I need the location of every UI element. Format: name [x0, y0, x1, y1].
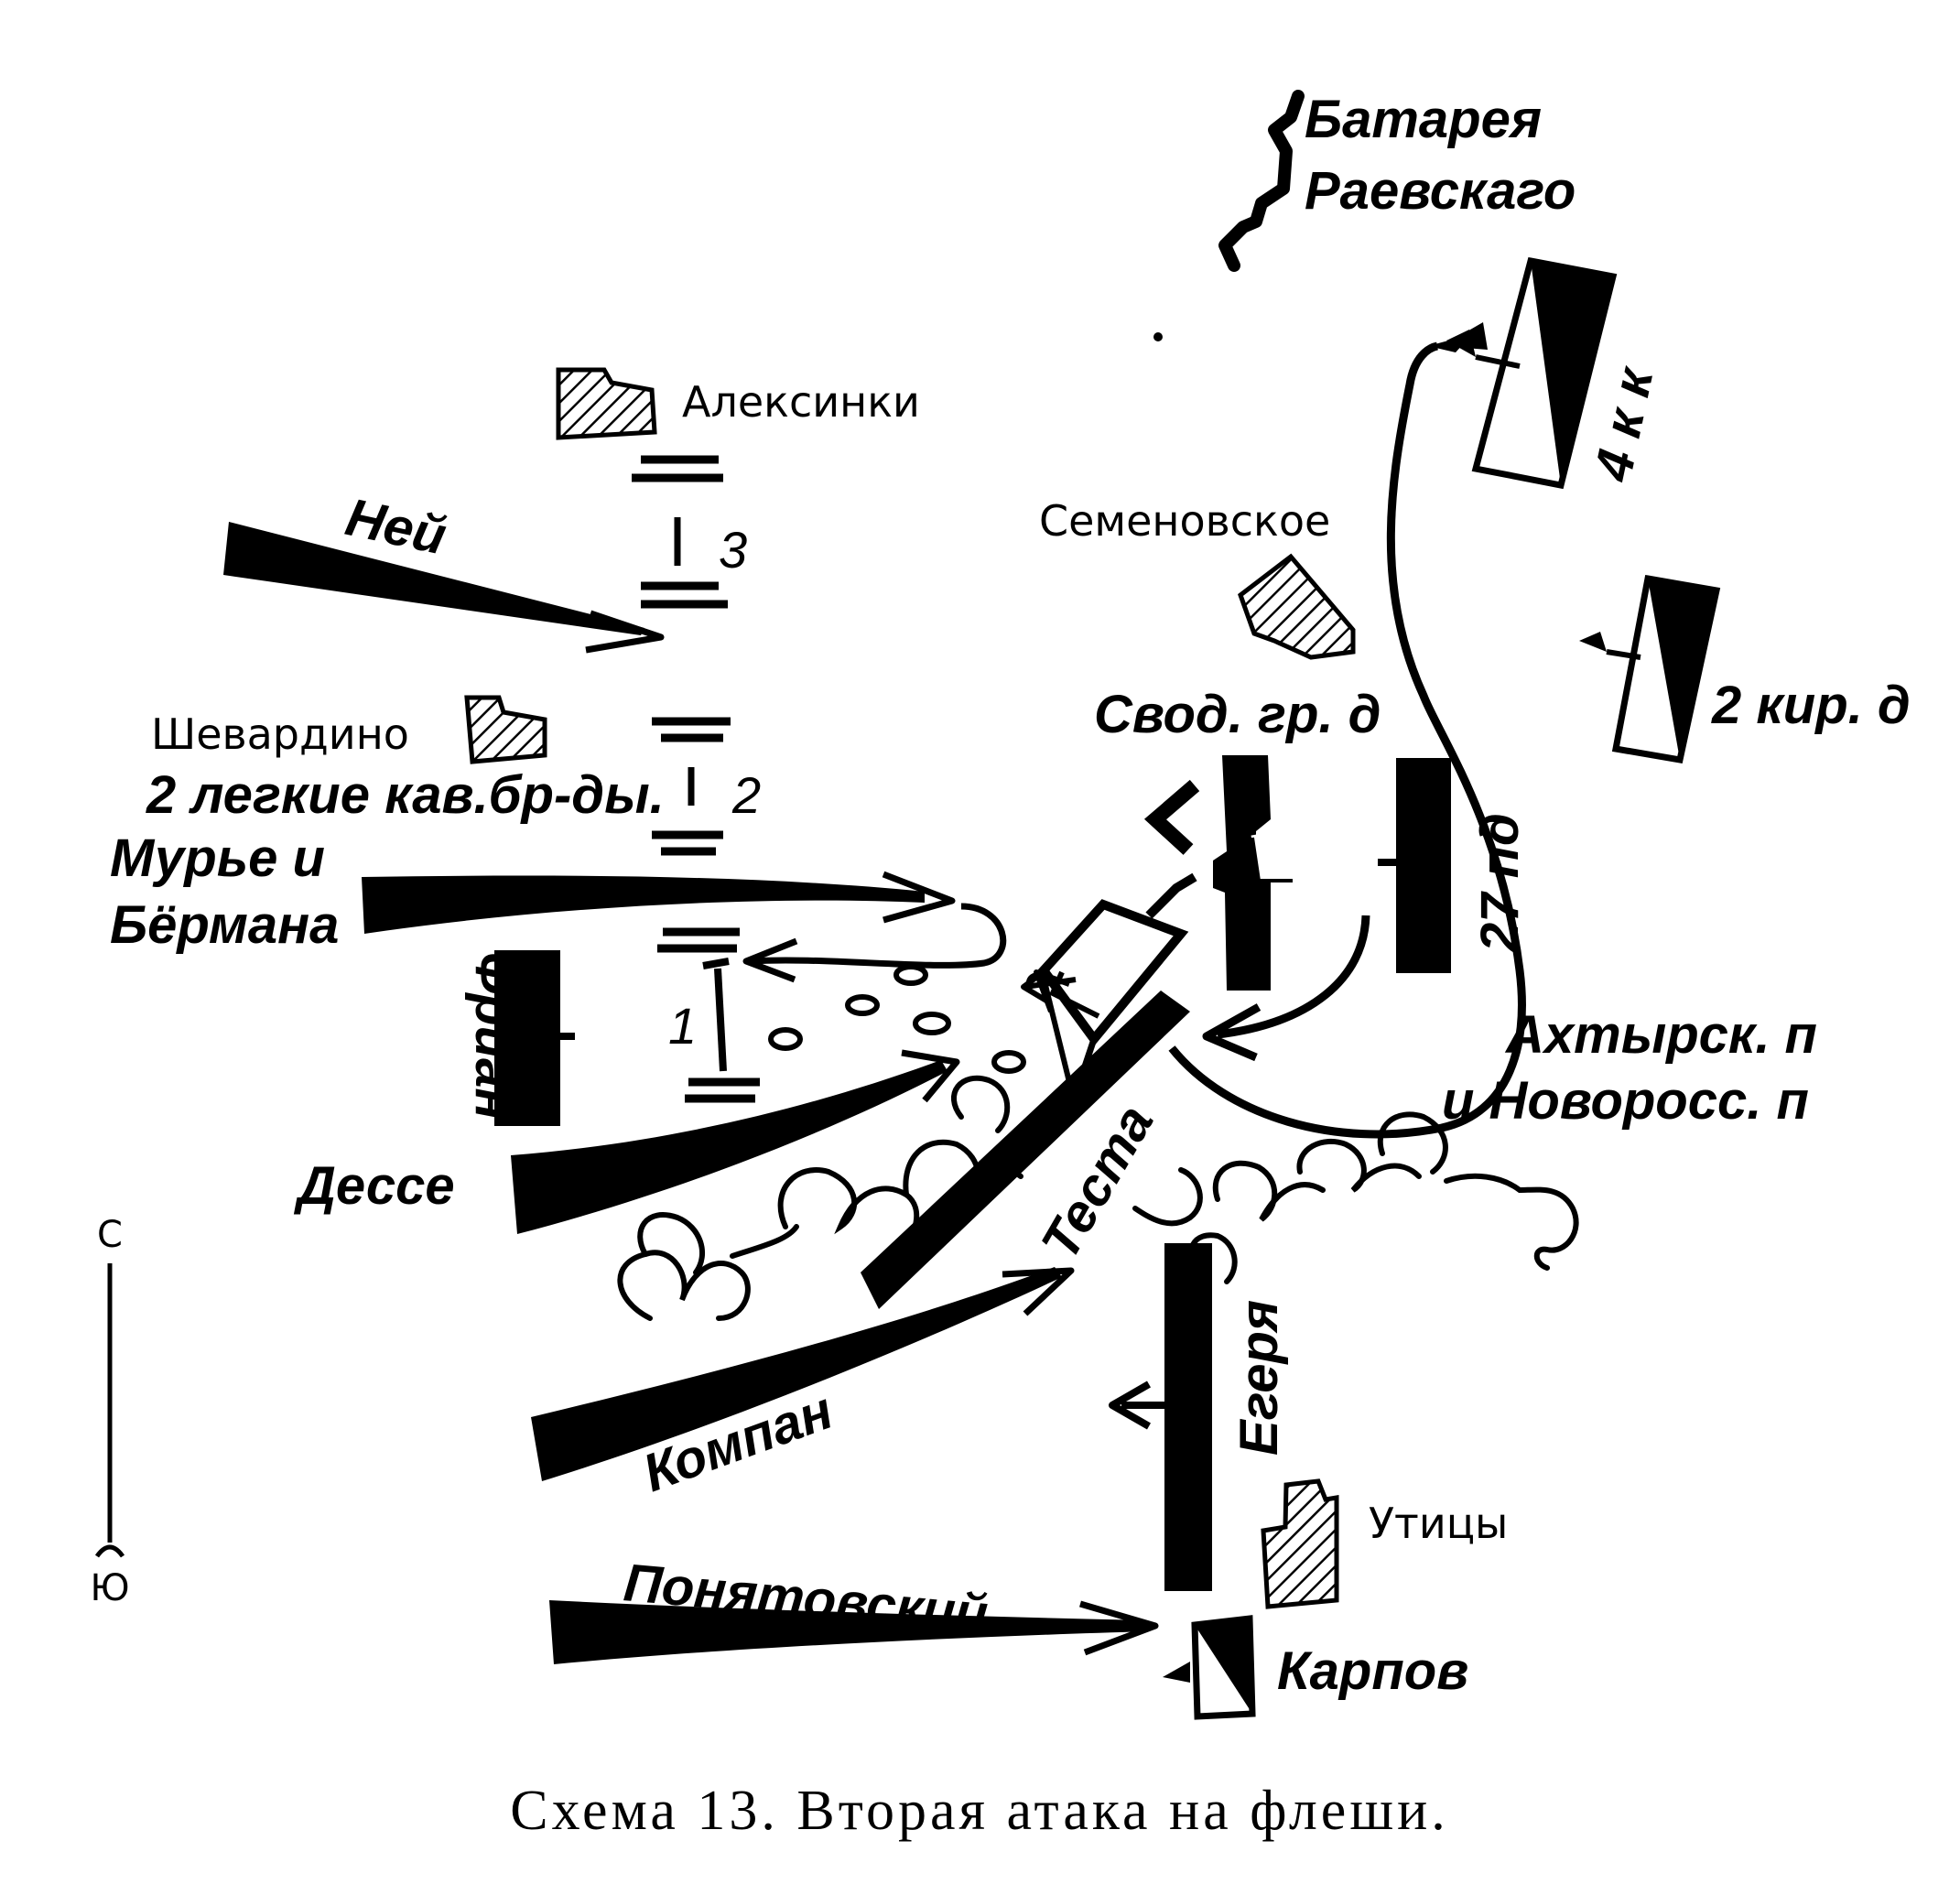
compass-south-mark [94, 1544, 125, 1558]
fleche-1-number: 1 [668, 997, 697, 1055]
testa-column-outline [1037, 899, 1189, 1047]
ney-label: Ней [341, 487, 451, 566]
poniatowski-arrow [549, 1600, 1149, 1664]
village-aleksinki-icon [556, 367, 657, 440]
unit-jaegers: Егеря [1109, 1243, 1289, 1591]
murat-return-arrowhead [742, 937, 798, 983]
akhtyr-novoross-label: Ахтырск. п и Новоросс. п [1442, 1005, 1817, 1131]
compass: С Ю [90, 1214, 129, 1609]
testa-arrow-shaft [1024, 977, 1077, 990]
ney-arrowhead [585, 610, 665, 654]
fleche-3: 3 [632, 455, 747, 609]
village-shevardino-label: Шевардино [151, 709, 409, 759]
cavalry-brigades-label: 2 легкие кав.бр-ды. [146, 765, 665, 825]
village-utitsy: Утицы [1261, 1478, 1508, 1609]
battery-label-line1: Батарея [1305, 90, 1542, 149]
compans-arrow [531, 1267, 1062, 1481]
corps-dessaix: Дессе [293, 1049, 960, 1234]
poniatowski-arrowhead [1079, 1600, 1159, 1656]
testa-column [861, 991, 1190, 1309]
akhtyr-label-line1: Ахтырск. п [1504, 1005, 1817, 1065]
dessaix-arrowhead [901, 1049, 960, 1103]
compass-north-label: С [97, 1214, 123, 1256]
unit-svod-gren: Свод. гр. д [1094, 685, 1381, 991]
dessaix-arrow [511, 1060, 948, 1234]
jaegers-arrowhead [1109, 1381, 1151, 1430]
battery-redoubt-icon [1218, 90, 1305, 272]
village-shevardino-icon [464, 695, 547, 764]
fleche-1: 1 [657, 927, 760, 1103]
ney-arrow [223, 522, 644, 635]
village-utitsy-icon [1261, 1478, 1339, 1609]
jaegers-block [1164, 1243, 1212, 1591]
friant-label: Фриан [464, 952, 524, 1120]
div27-block [1396, 758, 1451, 973]
murat-return-path [750, 903, 1007, 969]
svod-gren-chevron [1143, 779, 1200, 855]
murat-label-line1: Мурье и [110, 828, 325, 888]
village-semenovskoe: Семеновское [1039, 496, 1356, 660]
div27-move-arrowhead [1202, 1003, 1262, 1062]
compass-south-label: Ю [90, 1567, 129, 1609]
map-dot [1153, 332, 1163, 341]
karpov-label: Карпов [1277, 1641, 1468, 1701]
compans-arrowhead [1002, 1267, 1075, 1316]
murat-arrow [362, 875, 925, 934]
battery-label-line2: Раевскаго [1305, 161, 1576, 221]
corps-poniatowski: Понятовский [549, 1553, 1159, 1664]
friant-block [494, 950, 560, 1126]
svod-gren-label: Свод. гр. д [1094, 685, 1381, 744]
testa-branch-1 [1039, 969, 1074, 1090]
div27-move-path [1217, 915, 1370, 1039]
unit-karpov: Карпов [1163, 1615, 1468, 1720]
division-friant: Фриан [464, 950, 575, 1126]
jaegers-label: Егеря [1229, 1300, 1289, 1456]
murat-label-line2: Бёрмана [110, 895, 339, 955]
fleche-3-number: 3 [719, 521, 747, 579]
cavalry-brigades-text: 2 легкие кав.бр-ды. [146, 765, 665, 825]
village-aleksinki: Алексинки [556, 367, 920, 440]
village-aleksinki-label: Алексинки [682, 377, 920, 427]
village-semenovskoe-icon [1238, 553, 1356, 660]
skirmish-ovals [768, 964, 1026, 1074]
raevsky-battery: Батарея Раевскаго [1218, 90, 1576, 272]
testa-arrowhead-2 [1021, 966, 1053, 1006]
corps-compans: Компан [531, 1267, 1075, 1503]
village-utitsy-label: Утицы [1369, 1499, 1508, 1548]
village-semenovskoe-label: Семеновское [1039, 496, 1330, 546]
murat-arrowhead [882, 871, 956, 924]
svod-gren-block [1213, 755, 1271, 991]
fleche-2-number: 2 [731, 766, 761, 824]
corps-ney: Ней [223, 487, 665, 654]
dessaix-label: Дессе [293, 1156, 455, 1216]
unit-2-cuirassier: 2 кир. д [1579, 574, 1911, 764]
village-shevardino: Шевардино [151, 695, 547, 764]
corps-murat: Мурье и Бёрмана [110, 828, 1007, 983]
map-caption: Схема 13. Вторая атака на флеши. [510, 1780, 1449, 1842]
fleche-2: 2 [652, 717, 761, 856]
unit-4-cav-corps: 4 к к [1446, 256, 1665, 490]
akhtyr-label-line2: и Новоросс. п [1442, 1071, 1809, 1131]
maneuver-path [1168, 341, 1526, 1139]
cuir2-label: 2 кир. д [1711, 676, 1911, 735]
corps-testa: Теста [861, 872, 1197, 1309]
cav4-label: 4 к к [1583, 361, 1665, 487]
